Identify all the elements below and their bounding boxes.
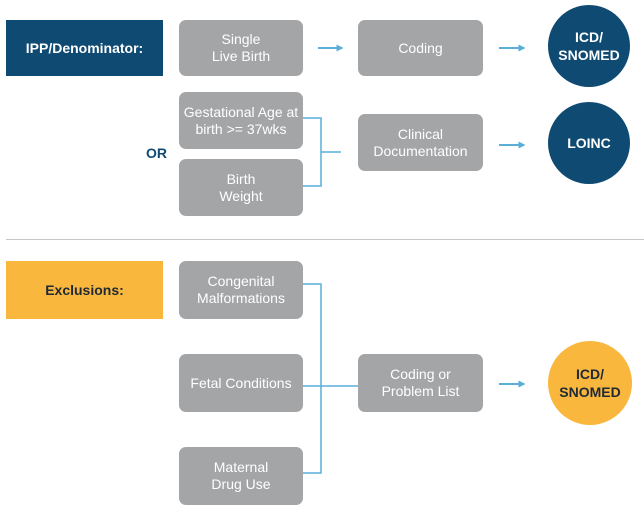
icd-snomed-circle-top: ICD/ SNOMED xyxy=(548,5,630,87)
loinc-circle: LOINC xyxy=(548,102,630,184)
coding-box: Coding xyxy=(358,20,483,76)
coding-or-problem-list-box: Coding or Problem List xyxy=(358,354,483,412)
bracket-bottom xyxy=(303,283,358,474)
maternal-drug-use-box: Maternal Drug Use xyxy=(179,447,303,505)
congenital-malformations-box: Congenital Malformations xyxy=(179,261,303,319)
birth-weight-box: Birth Weight xyxy=(179,159,303,216)
section-divider xyxy=(6,239,644,240)
ipp-denominator-label: IPP/Denominator: xyxy=(6,20,163,76)
icd-snomed-circle-bottom: ICD/ SNOMED xyxy=(548,341,632,425)
or-label: OR xyxy=(146,145,167,161)
fetal-conditions-box: Fetal Conditions xyxy=(179,354,303,412)
single-live-birth-box: Single Live Birth xyxy=(179,20,303,76)
clinical-documentation-box: Clinical Documentation xyxy=(358,114,483,171)
bracket-top xyxy=(303,117,341,187)
exclusions-label: Exclusions: xyxy=(6,261,163,319)
gestational-age-box: Gestational Age at birth >= 37wks xyxy=(179,92,303,149)
